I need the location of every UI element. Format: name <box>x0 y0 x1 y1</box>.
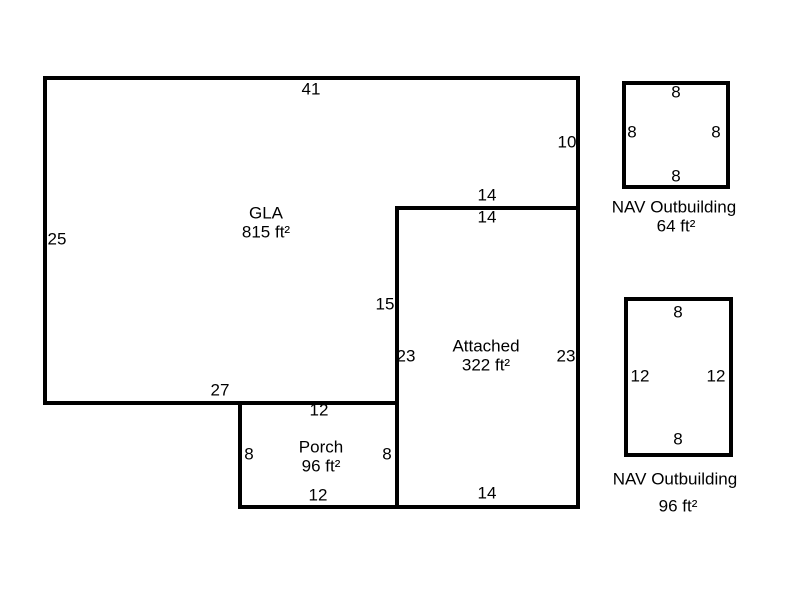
attached-dim-right: 23 <box>557 346 576 365</box>
attached-outline <box>395 206 580 509</box>
gla-dim-inner-top: 14 <box>478 185 497 204</box>
attached-label: Attached <box>452 336 519 355</box>
attached-dim-top: 14 <box>478 207 497 226</box>
gla-dim-right: 10 <box>558 132 577 151</box>
outbuilding-2-dim-bottom: 8 <box>673 429 682 448</box>
outbuilding-2-area-value: 96 ft² <box>659 496 698 515</box>
outbuilding-1-label: NAV Outbuilding <box>612 197 736 216</box>
outbuilding-1-outline <box>622 81 730 189</box>
gla-label: GLA <box>249 203 284 222</box>
outbuilding-1: 8 8 8 8 NAV Outbuilding 64 ft² <box>612 81 736 235</box>
outbuilding-2-label: NAV Outbuilding <box>613 469 737 488</box>
outbuilding-1-dim-bottom: 8 <box>671 166 680 185</box>
porch-label: Porch <box>299 437 343 456</box>
gla-area-value: 815 ft² <box>242 222 291 241</box>
gla-dim-inner-left: 15 <box>376 294 395 313</box>
porch-dim-left: 8 <box>244 444 253 463</box>
attached-area-value: 322 ft² <box>462 355 511 374</box>
attached-area: 14 23 23 14 Attached 322 ft² <box>395 206 580 509</box>
outbuilding-2-dim-left: 12 <box>631 366 650 385</box>
outbuilding-2-dim-right: 12 <box>707 366 726 385</box>
porch-area: 12 8 8 12 Porch 96 ft² <box>238 400 399 509</box>
attached-dim-bottom: 14 <box>478 483 497 502</box>
porch-outline <box>238 401 399 509</box>
outbuilding-2-dim-top: 8 <box>673 302 682 321</box>
outbuilding-2-outline <box>624 297 733 457</box>
gla-dim-left: 25 <box>48 229 67 248</box>
attached-dim-left: 23 <box>397 346 416 365</box>
porch-dim-right: 8 <box>382 444 391 463</box>
outbuilding-2: 8 12 12 8 NAV Outbuilding 96 ft² <box>613 297 737 515</box>
outbuilding-1-dim-left: 8 <box>627 122 636 141</box>
outbuilding-1-dim-top: 8 <box>671 82 680 101</box>
outbuilding-1-area-value: 64 ft² <box>657 216 696 235</box>
porch-dim-bottom: 12 <box>309 485 328 504</box>
porch-area-value: 96 ft² <box>302 456 341 475</box>
gla-dim-top: 41 <box>302 79 321 98</box>
porch-dim-top: 12 <box>310 400 329 419</box>
outbuilding-1-dim-right: 8 <box>711 122 720 141</box>
gla-dim-bottom: 27 <box>211 380 230 399</box>
